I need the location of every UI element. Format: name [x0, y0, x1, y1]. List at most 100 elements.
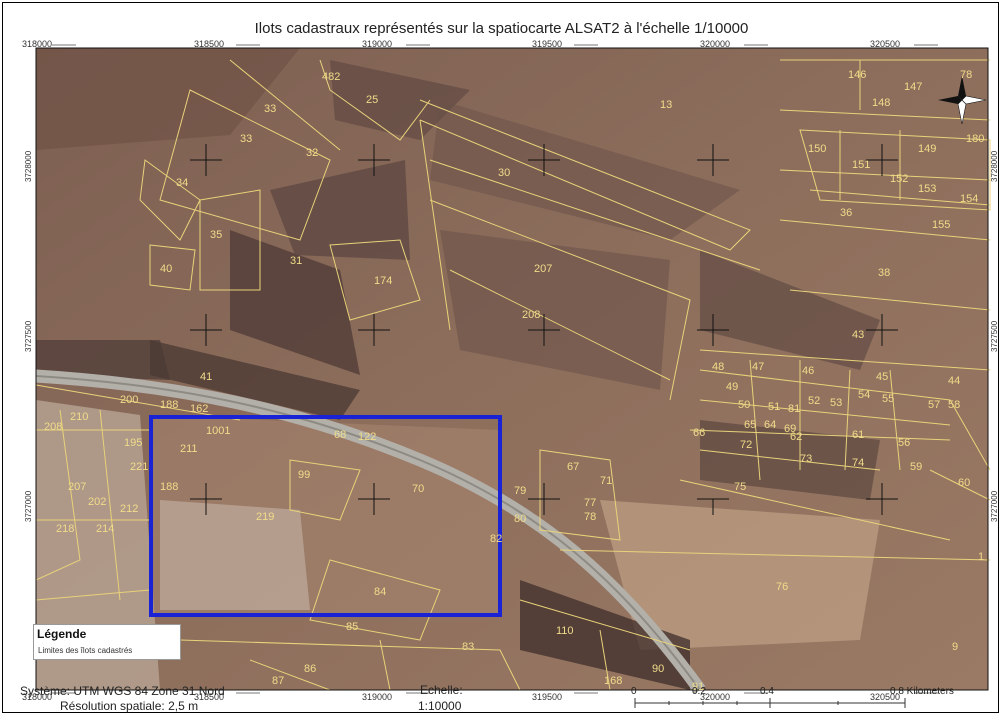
- parcel-label: 55: [882, 393, 894, 405]
- parcel-label: 221: [130, 461, 148, 473]
- study-area-box: [149, 415, 502, 617]
- coord-labels-top: 318000 318500 319000 319500 320000 32050…: [22, 39, 900, 49]
- parcel-label: 41: [200, 371, 212, 383]
- parcel-label: 149: [918, 143, 936, 155]
- parcel-label: 150: [808, 143, 826, 155]
- parcel-label: 34: [176, 177, 188, 189]
- x-tick-top: 320000: [700, 39, 730, 49]
- parcel-label: 76: [776, 581, 788, 593]
- parcel-label: 195: [124, 437, 142, 449]
- parcel-label: 147: [904, 81, 922, 93]
- parcel-label: 207: [68, 481, 86, 493]
- parcel-label: 49: [726, 381, 738, 393]
- legend-item: Limites des îlots cadastrés: [38, 646, 133, 655]
- parcel-label: 84: [374, 586, 386, 598]
- parcel-label: 75: [734, 481, 746, 493]
- terrain-patches: [36, 48, 880, 690]
- parcel-label: 162: [190, 403, 208, 415]
- spatial-resolution: Résolution spatiale: 2,5 m: [60, 699, 199, 713]
- legend: Légende Limites des îlots cadastrés: [33, 624, 181, 660]
- parcel-label: 78: [960, 69, 972, 81]
- parcel-label: 40: [160, 263, 172, 275]
- parcel-label: 208: [44, 421, 62, 433]
- scale-label: Echelle:: [420, 683, 463, 697]
- parcel-label: 83: [462, 641, 474, 653]
- parcel-label: 69: [784, 423, 796, 435]
- y-tick-right: 3727000: [990, 490, 999, 522]
- parcel-label: 43: [852, 329, 864, 341]
- parcel-label: 38: [878, 267, 890, 279]
- graticule-tick-bars: [52, 44, 938, 694]
- parcel-label: 61: [852, 429, 864, 441]
- parcel-label: 99: [298, 469, 310, 481]
- parcel-label: 51: [768, 401, 780, 413]
- y-tick-left: 3727500: [24, 320, 33, 352]
- parcel-label: 44: [948, 375, 960, 387]
- parcel-label: 72: [740, 439, 752, 451]
- parcel-label: 52: [808, 395, 820, 407]
- scale-tick-label: 0.8 Kilometers: [890, 686, 954, 697]
- x-tick-bottom: 320500: [870, 692, 900, 702]
- x-tick-bottom: 320000: [700, 692, 730, 702]
- parcel-label: 148: [872, 97, 890, 109]
- parcel-label: 482: [322, 71, 340, 83]
- parcel-label: 68: [334, 429, 346, 441]
- y-tick-left: 3727000: [24, 490, 33, 522]
- scale-tick-label: 0.4: [760, 686, 774, 697]
- parcel-label: 154: [960, 193, 978, 205]
- y-tick-left: 3728000: [24, 150, 33, 182]
- x-tick-top: 319000: [362, 39, 392, 49]
- coordinate-system: Système: UTM WGS 84 Zone 31 Nord: [20, 684, 225, 698]
- parcel-label: 155: [932, 219, 950, 231]
- scale-bar: [634, 698, 906, 708]
- parcel-label: 80: [514, 513, 526, 525]
- parcel-label: 65: [744, 419, 756, 431]
- scale-tick-label: 0: [631, 686, 637, 697]
- parcel-label: 168: [604, 675, 622, 687]
- parcel-label: 86: [304, 663, 316, 675]
- parcel-label: 48: [712, 361, 724, 373]
- parcel-label: 33: [240, 133, 252, 145]
- parcel-label: 46: [802, 365, 814, 377]
- parcel-label: 211: [180, 443, 198, 455]
- parcel-label: 30: [498, 167, 510, 179]
- parcel-label: 180: [966, 133, 984, 145]
- x-tick-bottom: 318000: [22, 692, 52, 702]
- parcel-label: 64: [764, 419, 776, 431]
- parcel-label: 151: [852, 159, 870, 171]
- legend-title: Légende: [37, 627, 87, 641]
- parcel-label: 36: [840, 207, 852, 219]
- parcel-label: 35: [210, 229, 222, 241]
- parcel-label: 66: [693, 427, 705, 439]
- parcel-label: 58: [948, 399, 960, 411]
- coord-labels-left: 3728000 3727500 3727000: [24, 150, 33, 522]
- parcel-label: 73: [800, 453, 812, 465]
- parcel-label: 1: [978, 551, 984, 563]
- parcel-label: 146: [848, 69, 866, 81]
- parcel-label: 81: [788, 403, 800, 415]
- parcel-label: 45: [876, 371, 888, 383]
- coord-labels-right: 3728000 3727500 3727000: [990, 150, 999, 522]
- parcel-label: 59: [910, 461, 922, 473]
- parcel-label: 32: [306, 147, 318, 159]
- x-tick-bottom: 318500: [194, 692, 224, 702]
- parcel-label: 153: [918, 183, 936, 195]
- scale-tick-label: 0.2: [692, 686, 706, 697]
- parcel-label: 79: [514, 485, 526, 497]
- parcel-label: 50: [738, 399, 750, 411]
- coord-labels-bottom: 318000 318500 319000 319500 320000 32050…: [22, 692, 900, 702]
- x-tick-top: 319500: [532, 39, 562, 49]
- parcel-label: 70: [412, 483, 424, 495]
- grid-crosses: [190, 144, 898, 515]
- y-tick-right: 3728000: [990, 150, 999, 182]
- x-tick-bottom: 319500: [532, 692, 562, 702]
- parcel-label: 67: [567, 461, 579, 473]
- parcel-label: 25: [366, 94, 378, 106]
- x-tick-top: 320500: [870, 39, 900, 49]
- parcel-label: 110: [556, 625, 574, 637]
- parcel-label: 56: [898, 437, 910, 449]
- parcel-label: 174: [374, 275, 392, 287]
- parcel-label: 218: [56, 523, 74, 535]
- parcel-label: 208: [522, 309, 540, 321]
- parcel-label: 47: [752, 361, 764, 373]
